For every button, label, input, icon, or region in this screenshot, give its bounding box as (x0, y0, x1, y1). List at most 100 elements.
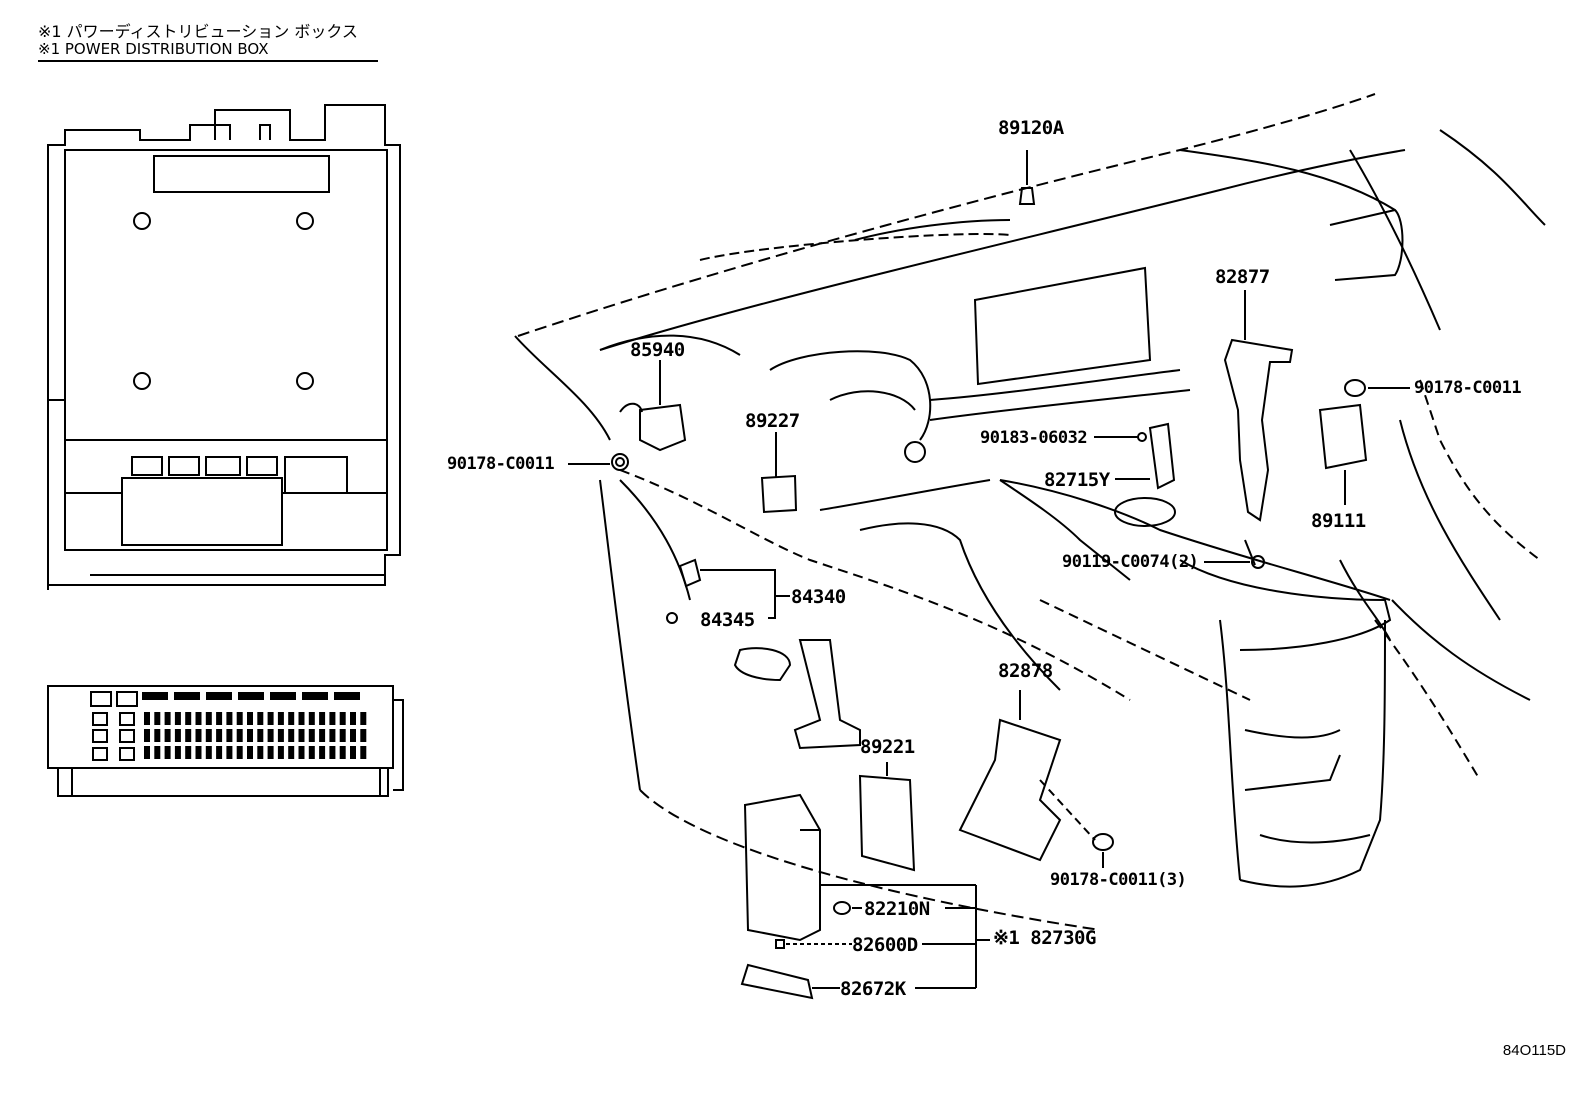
fuse-slot (319, 729, 326, 742)
fuse-slot (205, 746, 212, 759)
fuse-slot (360, 712, 367, 725)
part-90178-right-clip (1344, 379, 1410, 397)
label-90119-C0074: 90119-C0074(2) (1062, 552, 1199, 572)
fuse-slot (195, 746, 202, 759)
fuse-slot (257, 712, 264, 725)
part-84340-switch (666, 558, 790, 624)
fuse-slot (360, 746, 367, 759)
fuse-slot (288, 746, 295, 759)
part-82877-bracket (1223, 290, 1294, 522)
fuse-slot (308, 746, 315, 759)
instrument-panel (514, 93, 1546, 931)
fuse-slot (277, 746, 284, 759)
label-82210N: 82210N (864, 898, 930, 920)
part-82600D-fuse (775, 939, 852, 949)
fuse-slot (319, 746, 326, 759)
label-82600D: 82600D (852, 934, 918, 956)
label-90183-06032: 90183-06032 (980, 428, 1088, 448)
fuse-slot (226, 712, 233, 725)
fuse-slot (185, 712, 192, 725)
part-82878-bracket (958, 690, 1096, 862)
fuse-slot (236, 729, 243, 742)
fuse-slot (257, 746, 264, 759)
fuse-slot (308, 729, 315, 742)
fuse-slot (257, 729, 264, 742)
fuse-slot (247, 746, 253, 759)
fuse-slot (247, 729, 253, 742)
part-90178-left-clip (568, 453, 629, 471)
fuse-slot (205, 729, 212, 742)
fuse-slot (236, 712, 243, 725)
fuse-slot (164, 729, 171, 742)
part-90178-bottom-clip (1092, 833, 1114, 868)
fuse-slot (267, 746, 274, 759)
label-89120A: 89120A (998, 117, 1064, 139)
label-90178-left: 90178-C0011 (447, 454, 555, 474)
title-underline (38, 60, 378, 62)
fuse-slot (174, 729, 181, 742)
label-89227: 89227 (745, 410, 800, 432)
fuse-slot (329, 746, 336, 759)
fuse-slot (216, 712, 223, 725)
fuse-slot (288, 712, 295, 725)
fuse-slot (195, 712, 202, 725)
label-90178-right: 90178-C0011 (1414, 378, 1522, 398)
fuse-slot (216, 729, 223, 742)
part-82730G-junction-block (743, 793, 990, 989)
part-82672K-cover (740, 963, 840, 1000)
part-89221-module (858, 762, 916, 872)
fuse-slot (216, 746, 223, 759)
fuse-slot (298, 712, 305, 725)
label-82877: 82877 (1215, 266, 1270, 288)
fuse-slot (350, 712, 356, 725)
fuse-slot (174, 746, 181, 759)
power-distribution-box-front-view (47, 104, 401, 590)
fuse-slot (236, 746, 243, 759)
part-89120A-clip (1018, 150, 1036, 205)
fuse-slot (329, 712, 336, 725)
part-82715Y-bracket (1094, 422, 1176, 490)
fuse-slot (164, 746, 171, 759)
fuse-slot (164, 712, 171, 725)
fuse-slot (277, 729, 284, 742)
fuse-slot (339, 729, 346, 742)
fuse-slot (339, 746, 346, 759)
label-89221: 89221 (860, 736, 915, 758)
label-84340: 84340 (791, 586, 846, 608)
diagram-title-jp: ※1 パワーディストリビューション ボックス (38, 22, 358, 41)
fuse-slot (247, 712, 253, 725)
fuse-slot (185, 729, 192, 742)
fuse-slot (319, 712, 326, 725)
fuse-slot (205, 712, 212, 725)
fuse-slot (298, 746, 305, 759)
fuse-slot (288, 729, 295, 742)
label-90178-bottom: 90178-C0011(3) (1050, 870, 1187, 890)
part-85940-relay (619, 360, 687, 452)
fuse-slot (308, 712, 315, 725)
fuse-slot (144, 712, 150, 725)
part-89111-module (1318, 403, 1368, 505)
fuse-slot (267, 729, 274, 742)
fuse-slot (185, 746, 192, 759)
part-90119-screw (1204, 539, 1265, 569)
fuse-slot (350, 729, 356, 742)
fuse-slot (277, 712, 284, 725)
label-85940: 85940 (630, 339, 685, 361)
fuse-slot (226, 729, 233, 742)
part-82210N-fuse (833, 901, 862, 915)
label-84345: 84345 (700, 609, 755, 631)
fuse-slot (298, 729, 305, 742)
fuse-slot (154, 746, 161, 759)
fuse-slot (350, 746, 356, 759)
fuse-block-fill (142, 692, 360, 700)
power-distribution-box-top-view (47, 685, 404, 797)
fuse-slot (195, 729, 202, 742)
fuse-grid (144, 712, 367, 759)
fuse-slot (339, 712, 346, 725)
fuse-slot (329, 729, 336, 742)
diagram-title-en: ※1 POWER DISTRIBUTION BOX (38, 40, 269, 58)
fuse-slot (226, 746, 233, 759)
fuse-slot (154, 729, 161, 742)
